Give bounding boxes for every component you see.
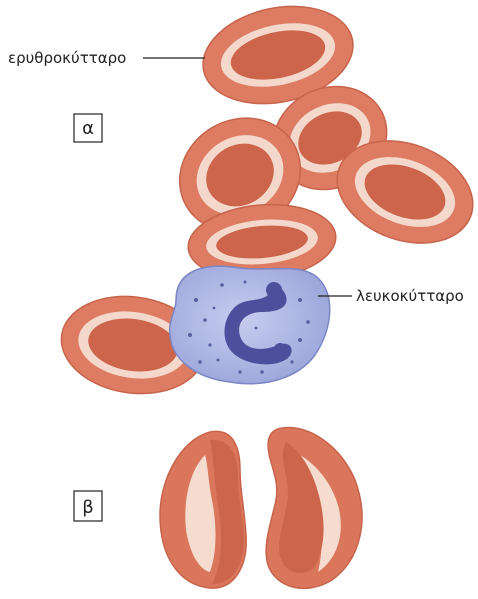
white-cell-label: λευκοκύτταρο <box>356 287 464 305</box>
white-blood-cell <box>170 266 330 384</box>
panel-b-label: β <box>82 497 94 518</box>
red-blood-cell-right-half <box>266 428 362 589</box>
panel-a-marker: α <box>74 114 102 142</box>
panel-a-label: α <box>82 118 94 139</box>
panel-b-marker: β <box>74 491 102 521</box>
red-blood-cell-left-half <box>160 431 246 588</box>
red-cell-label: ερυθροκύτταρο <box>8 49 126 67</box>
